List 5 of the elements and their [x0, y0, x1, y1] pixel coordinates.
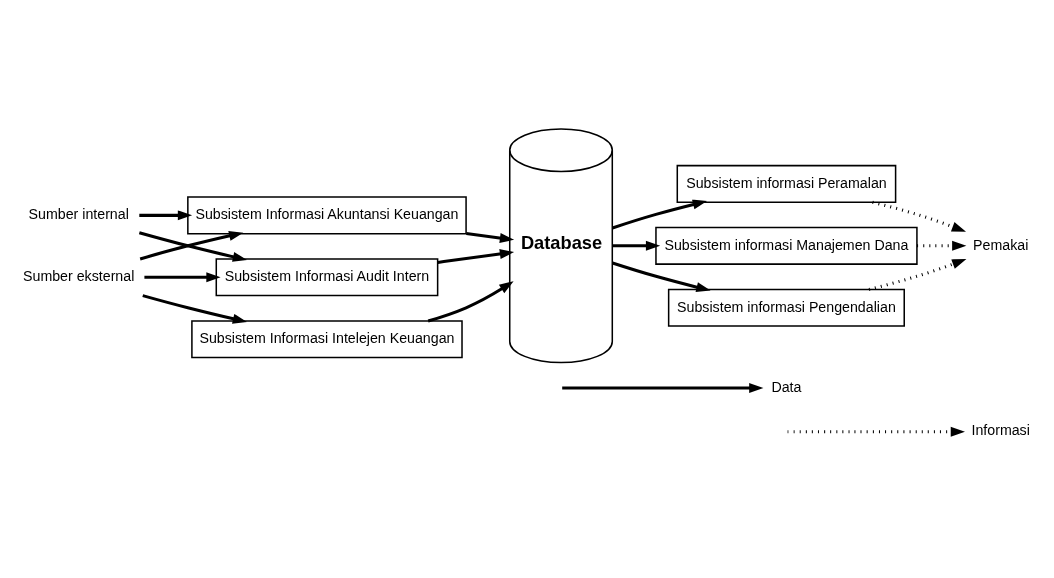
node-text: Sumber eksternal: [23, 267, 135, 284]
legend-label: Data: [771, 378, 802, 395]
node-text: Sumber internal: [28, 205, 129, 222]
node-text: Pemakai: [973, 236, 1029, 253]
legend-label: Informasi: [971, 421, 1030, 438]
